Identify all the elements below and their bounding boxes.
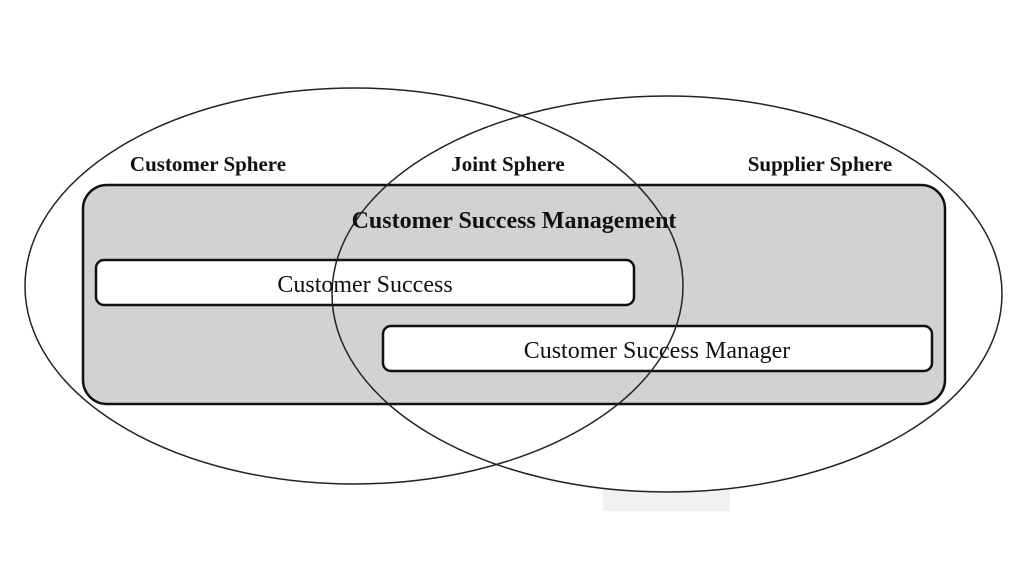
customer-success-box bbox=[94, 258, 636, 307]
customer-sphere-ellipse bbox=[24, 87, 684, 485]
customer-success-manager-label: Customer Success Manager bbox=[524, 338, 791, 364]
customer-success-manager-box bbox=[381, 324, 934, 373]
management-title: Customer Success Management bbox=[352, 208, 677, 234]
joint-sphere-label: Joint Sphere bbox=[451, 152, 564, 176]
faint-artifact-rectangle bbox=[603, 490, 730, 511]
customer-sphere-label: Customer Sphere bbox=[130, 152, 286, 176]
supplier-sphere-label: Supplier Sphere bbox=[748, 152, 893, 176]
customer-success-label: Customer Success bbox=[277, 272, 452, 298]
supplier-sphere-ellipse bbox=[331, 95, 1003, 493]
